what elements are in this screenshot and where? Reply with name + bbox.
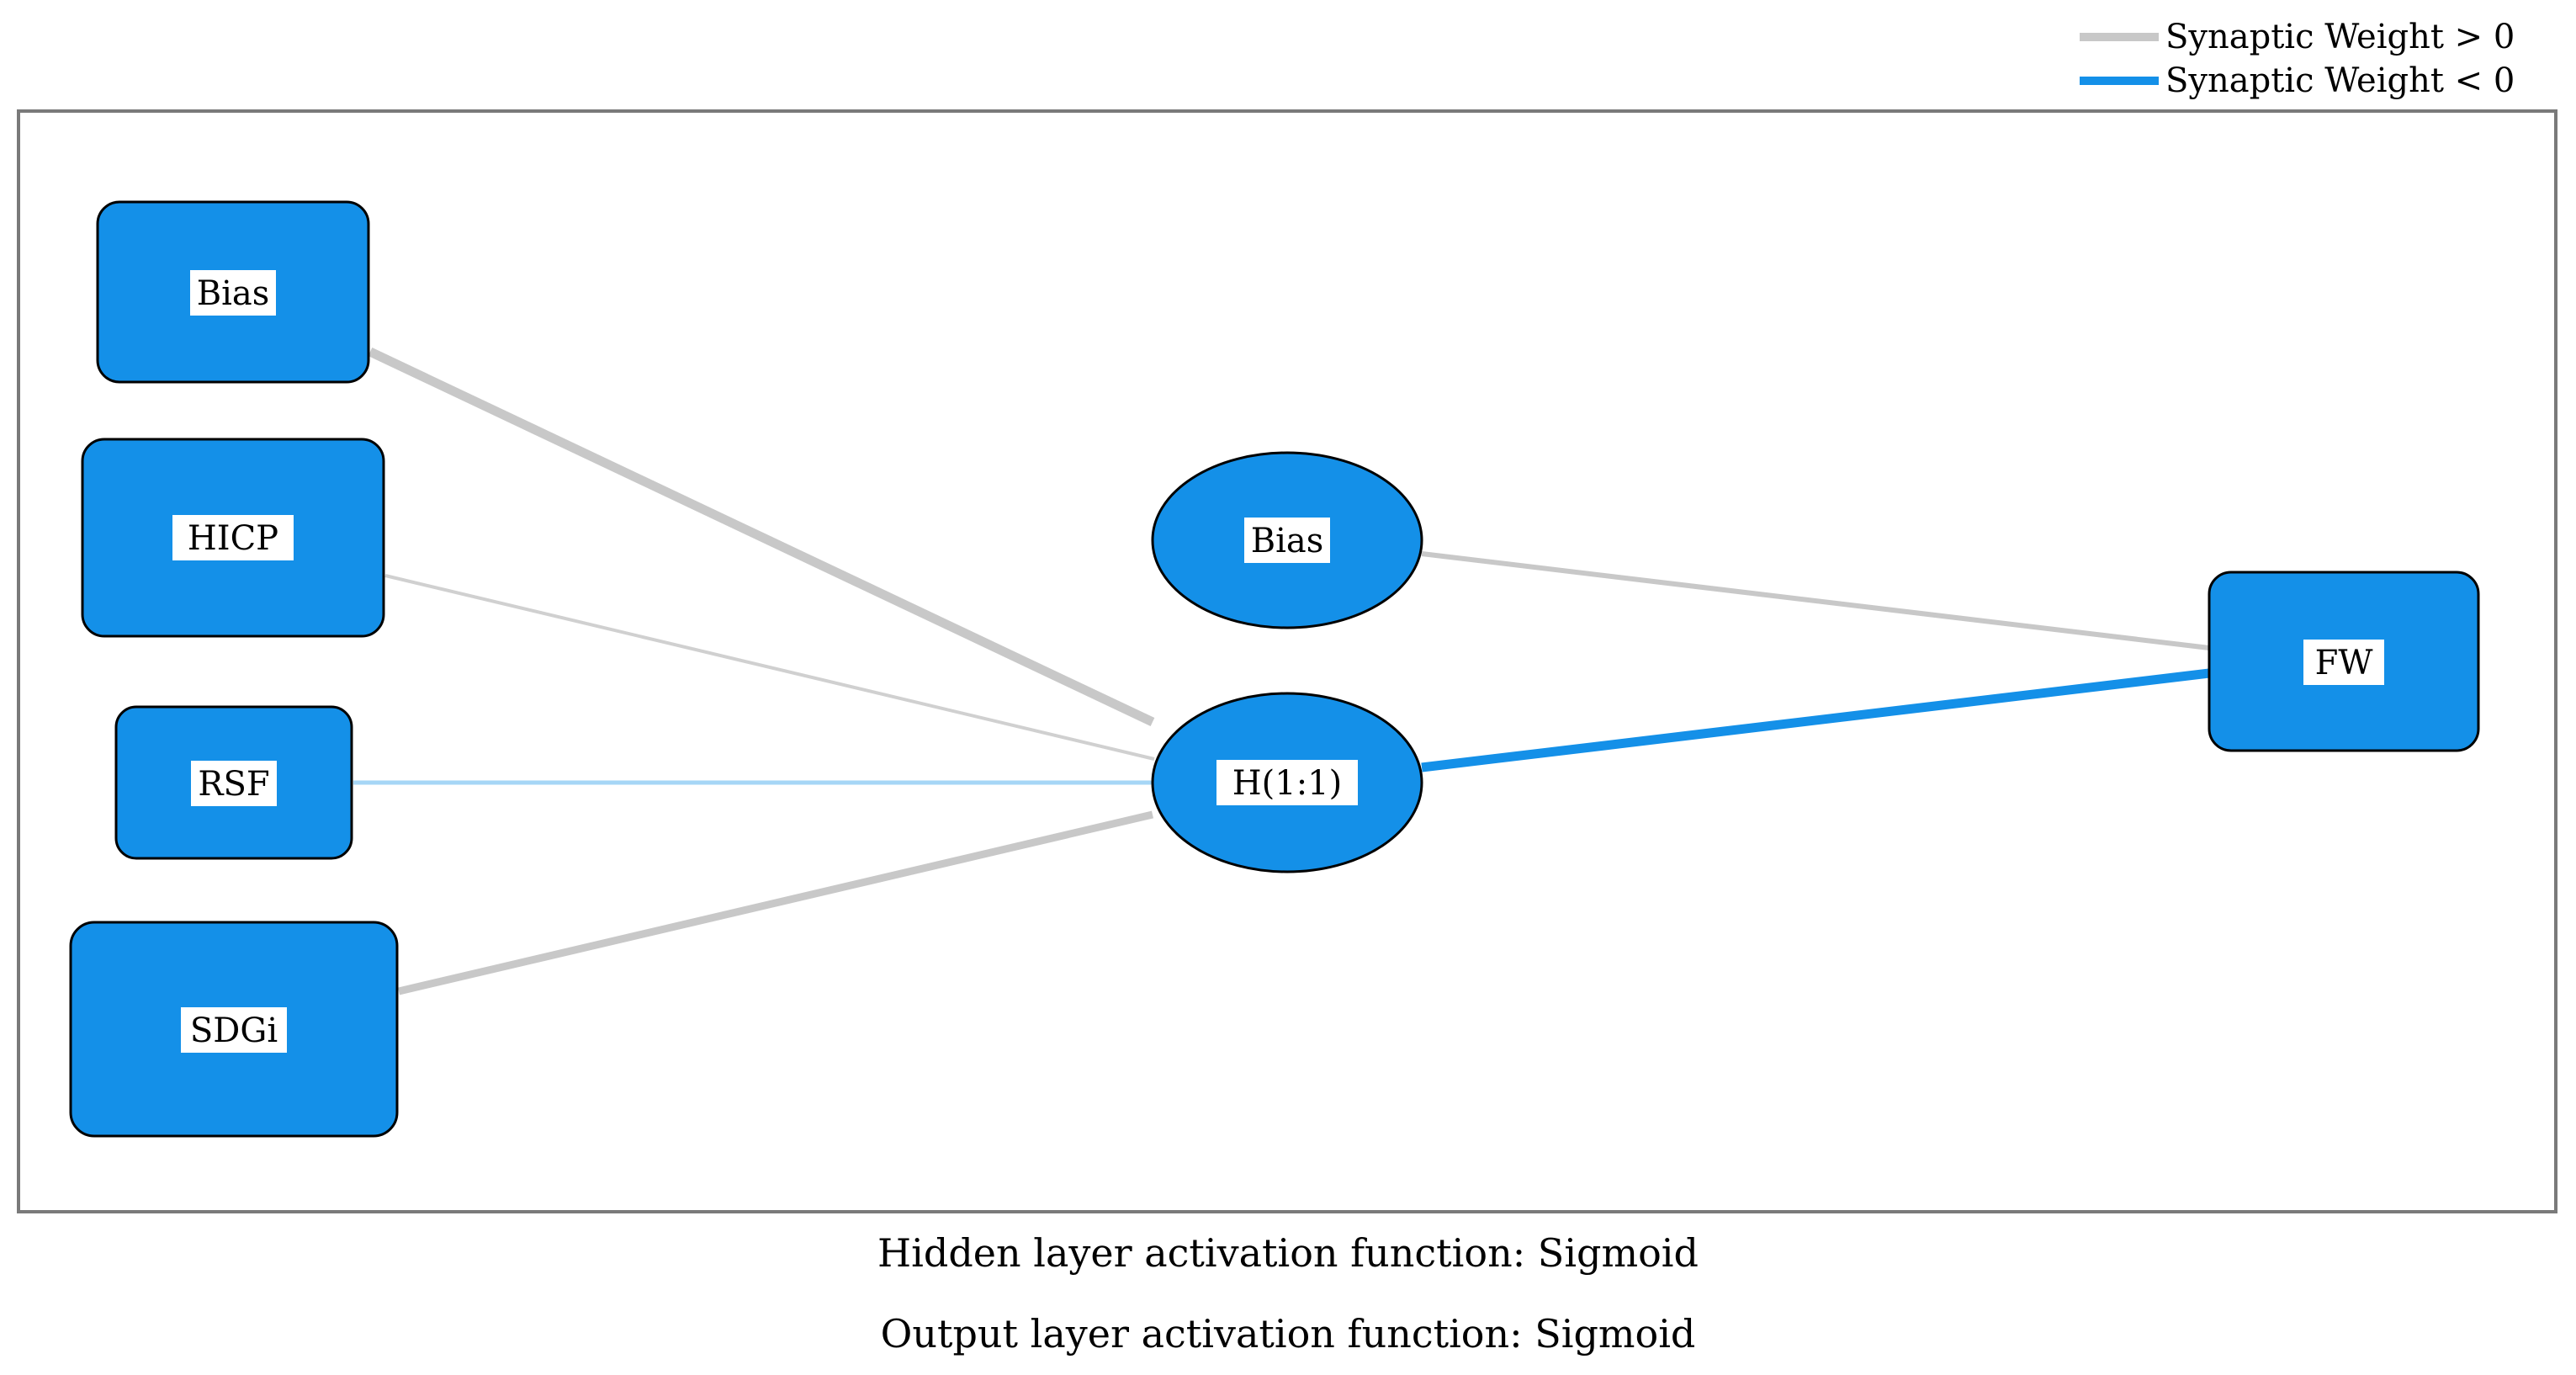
output-node-fw-label-bg [2303,640,2384,685]
edge-hidden-bias-to-output [1421,551,2210,650]
hidden-node-h11: H(1:1) [1151,692,1423,873]
hidden-node-bias-label: Bias [1251,522,1324,560]
input-node-hicp-label-bg [172,515,294,560]
input-node-hicp: HICP [81,438,385,638]
hidden-node-bias-label-bg [1244,518,1330,563]
edge-sdgi-to-hidden [397,810,1154,995]
connections [353,348,2210,995]
input-node-rsf: RSF [114,705,353,860]
hidden-node-h11-label: H(1:1) [1232,764,1342,803]
edge-bias-to-hidden [368,348,1155,726]
hidden-node-bias: Bias [1151,451,1423,629]
input-node-rsf-label-bg [191,761,277,806]
input-node-rsf-label: RSF [198,765,269,804]
input-node-sdgi: SDGi [69,921,399,1138]
edge-hicp-to-hidden [384,574,1155,761]
input-node-sdgi-label-bg [181,1007,287,1053]
hidden-layer-activation-caption: Hidden layer activation function: Sigmoi… [877,1230,1699,1276]
input-node-bias-label-bg [190,270,276,316]
output-node-fw-label: FW [2315,644,2373,682]
output-node-fw: FW [2208,571,2480,752]
input-node-sdgi-label: SDGi [190,1011,278,1050]
legend-positive-label: Synaptic Weight > 0 [2165,18,2515,56]
legend-negative-label: Synaptic Weight < 0 [2165,61,2515,100]
input-node-bias-label: Bias [197,274,270,313]
input-node-hicp-label: HICP [188,519,278,558]
output-layer-activation-caption: Output layer activation function: Sigmoi… [880,1311,1696,1356]
hidden-node-h11-label-bg [1216,760,1358,805]
input-node-bias: Bias [96,200,370,384]
legend: Synaptic Weight > 0 Synaptic Weight < 0 [2080,18,2515,100]
diagram-frame [17,109,2557,1213]
edge-hidden-to-output [1421,668,2210,772]
